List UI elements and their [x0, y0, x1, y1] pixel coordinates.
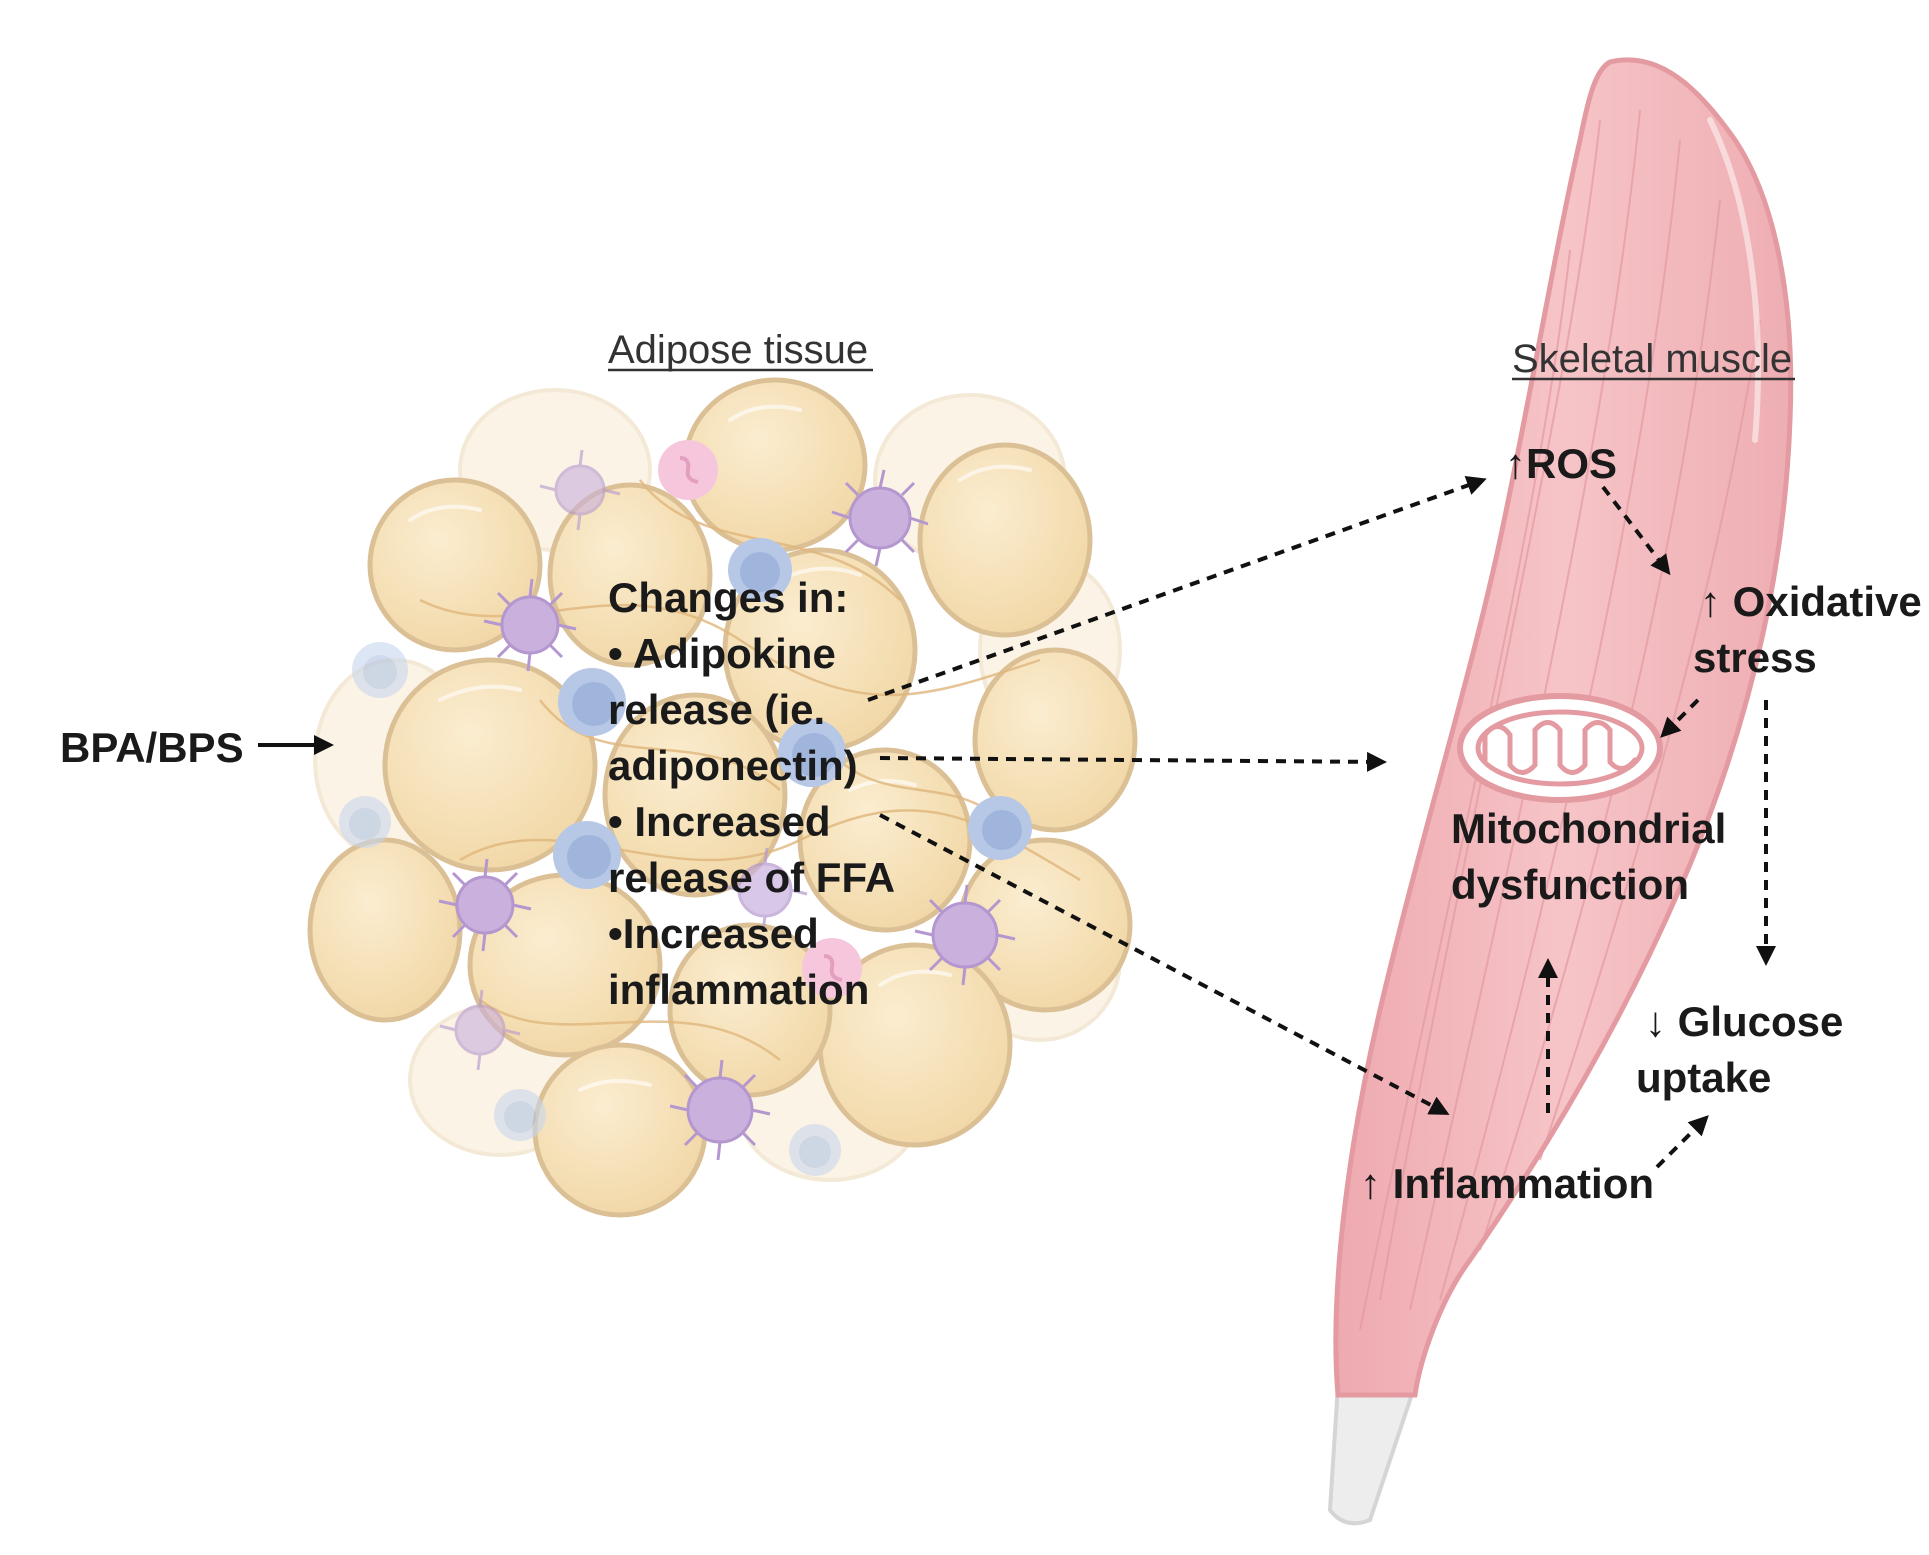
adipocyte	[547, 482, 713, 668]
dashed-arrow-inflammation-to-glucose	[1655, 1115, 1709, 1169]
lymphocyte-cell	[778, 719, 846, 787]
muscle-fibers	[1359, 109, 1761, 1331]
adipocyte	[602, 692, 788, 898]
mito-label-line2: dysfunction	[1451, 861, 1689, 908]
adipose-change-line: •Increased	[608, 910, 819, 957]
lymphocyte-cell	[494, 1089, 546, 1141]
lymphocyte-cell	[728, 538, 792, 602]
dashed-arrow-to-mito	[879, 751, 1387, 772]
pink-immune-cells	[658, 440, 862, 998]
adipose-change-line: Changes in:	[608, 574, 848, 621]
adipose-title: Adipose tissue	[608, 328, 868, 372]
lymphocyte-cell	[968, 796, 1032, 860]
macrophage-cell	[539, 449, 621, 531]
adipose-change-line: release (ie.	[608, 686, 825, 733]
macrophage-cell	[438, 858, 532, 952]
mitochondrion-icon	[1457, 693, 1663, 803]
macrophage-cell	[914, 884, 1016, 986]
labels: BPA/BPS Adipose tissue Changes in: • Adi…	[60, 328, 1922, 1207]
glucose-label-line2: uptake	[1636, 1054, 1771, 1101]
adipocyte	[307, 837, 463, 1023]
adipocyte	[667, 922, 833, 1098]
dashed-arrow-oxidative-to-mito	[1660, 698, 1700, 738]
adipocyte	[367, 477, 543, 653]
adipose-change-line: • Adipokine	[608, 630, 836, 677]
macrophages	[438, 449, 1016, 1161]
lymphocyte-cell	[558, 668, 626, 736]
macrophage-cell	[483, 578, 577, 672]
adipocyte	[972, 647, 1138, 833]
lymphocyte-cell	[339, 796, 391, 848]
macrophage-cell	[722, 847, 808, 933]
ros-label: ↑ROS	[1505, 440, 1617, 487]
lymphocyte-cell	[553, 821, 621, 889]
adipose-change-line: inflammation	[608, 966, 869, 1013]
lymphocyte-cell	[352, 642, 408, 698]
skeletal-muscle-illustration	[1327, 57, 1794, 1526]
macrophage-cell	[439, 989, 521, 1071]
adipocyte	[917, 442, 1093, 638]
adipose-change-line: • Increased	[608, 798, 831, 845]
tendon	[1327, 1383, 1418, 1526]
mito-label-line1: Mitochondrial	[1451, 805, 1726, 852]
oxidative-stress-label-line2: stress	[1693, 634, 1817, 681]
adipocyte	[382, 657, 598, 873]
lymphocyte-cell	[789, 1124, 841, 1176]
glucose-label-line1: ↓ Glucose	[1645, 998, 1843, 1045]
pink-cell	[802, 938, 862, 998]
adipose-change-line: adiponectin)	[608, 742, 858, 789]
adipocyte	[532, 1042, 708, 1218]
inflammation-label: ↑ Inflammation	[1360, 1160, 1654, 1207]
lymphocytes	[339, 538, 1032, 1176]
muscle-title: Skeletal muscle	[1512, 337, 1792, 381]
adipose-changes-list: Changes in: • Adipokine release (ie. adi…	[608, 574, 895, 1013]
arrows	[258, 475, 1776, 1169]
connective-strands	[419, 479, 1081, 1061]
adipose-tissue-illustration	[307, 377, 1138, 1218]
macrophage-cell	[831, 469, 929, 567]
adipose-change-line: release of FFA	[608, 854, 895, 901]
macrophage-cell	[669, 1059, 771, 1161]
oxidative-stress-label-line1: ↑ Oxidative	[1700, 578, 1922, 625]
input-label: BPA/BPS	[60, 724, 244, 771]
muscle-highlight	[1707, 117, 1761, 443]
pink-cell	[658, 440, 718, 500]
dashed-arrow-to-ros	[867, 475, 1487, 702]
adipocyte-highlights	[408, 404, 1032, 1092]
